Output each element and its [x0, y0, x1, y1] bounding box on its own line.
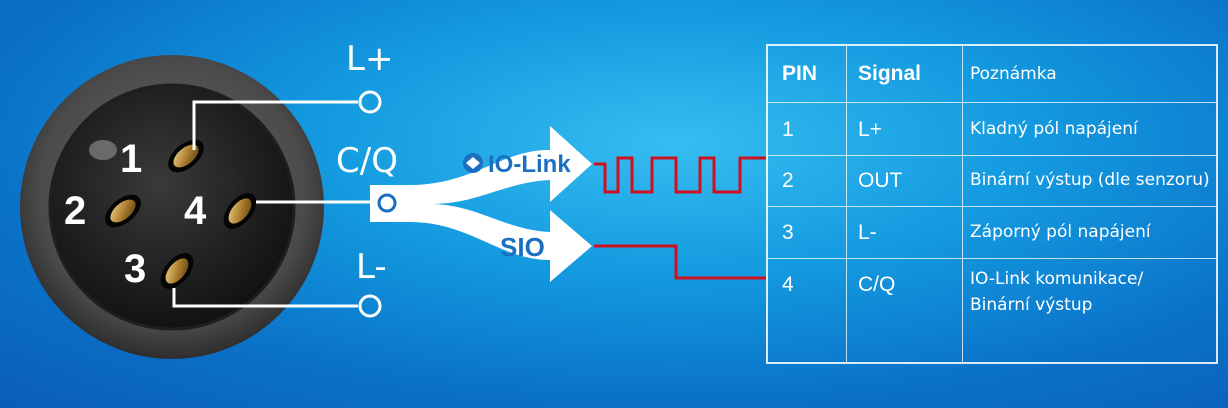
row-pin: 4: [782, 273, 794, 296]
table-row-divider: [768, 155, 1216, 156]
header-note: Poznámka: [970, 64, 1057, 84]
table-row-divider: [768, 258, 1216, 259]
header-pin: PIN: [782, 62, 818, 85]
iolink-waveform: [594, 156, 766, 194]
row-signal: OUT: [858, 169, 903, 192]
label-l-plus: L+: [346, 39, 393, 79]
table-col-divider: [846, 46, 847, 362]
pin-3-number: 3: [124, 247, 146, 291]
table-row-divider: [768, 206, 1216, 207]
sio-waveform: [594, 244, 766, 280]
label-iolink: IO-Link: [488, 151, 571, 178]
row-pin: 2: [782, 169, 794, 192]
row-note: Binární výstup (dle senzoru): [970, 170, 1210, 191]
row-signal: C/Q: [858, 273, 896, 296]
pin-4-socket: [223, 193, 257, 229]
row-pin: 1: [782, 118, 794, 141]
pin-2-socket: [105, 194, 141, 228]
header-signal: Signal: [858, 62, 922, 85]
pin-1-number: 1: [120, 137, 142, 181]
label-l-minus: L-: [356, 247, 387, 287]
table-row: 4 C/Q IO-Link komunikace/ Binární výstup: [768, 259, 1216, 315]
pin-4-number: 4: [184, 189, 207, 233]
pin-3-socket: [160, 253, 194, 289]
connector-wires: [172, 100, 380, 308]
connector-key-notch: [89, 140, 117, 160]
pin-2-number: 2: [64, 189, 86, 233]
wire-pin-3: [172, 288, 358, 308]
pin-table: PIN Signal Poznámka 1 L+ Kladný pól napá…: [766, 44, 1218, 364]
table-col-divider: [962, 46, 963, 362]
row-note-line: IO-Link komunikace/: [970, 269, 1144, 289]
row-note-line: Binární výstup: [970, 294, 1093, 315]
table-row: 2 OUT Binární výstup (dle senzoru): [768, 156, 1216, 206]
m12-connector: 1 2 4 3: [20, 55, 324, 359]
row-note: Záporný pól napájení: [970, 221, 1151, 242]
row-pin: 3: [782, 220, 794, 244]
row-signal: L+: [858, 118, 882, 141]
label-sio: SIO: [500, 232, 545, 262]
row-note: Kladný pól napájení: [970, 119, 1138, 140]
table-row: 1 L+ Kladný pól napájení: [768, 104, 1216, 156]
table-row: 3 L- Záporný pól napájení: [768, 207, 1216, 258]
terminal-l-plus: [358, 90, 382, 114]
split-arrows: [370, 126, 592, 282]
label-cq: C/Q: [336, 141, 398, 181]
wire-pin-1: [192, 100, 358, 150]
table-row-divider: [768, 102, 1216, 103]
terminal-cq: [377, 193, 397, 213]
connector-face: [48, 83, 296, 331]
row-signal: L-: [858, 220, 877, 244]
table-header-row: PIN Signal Poznámka: [768, 46, 1216, 102]
iolink-logo-icon: [463, 153, 483, 173]
terminal-l-minus: [358, 294, 382, 318]
